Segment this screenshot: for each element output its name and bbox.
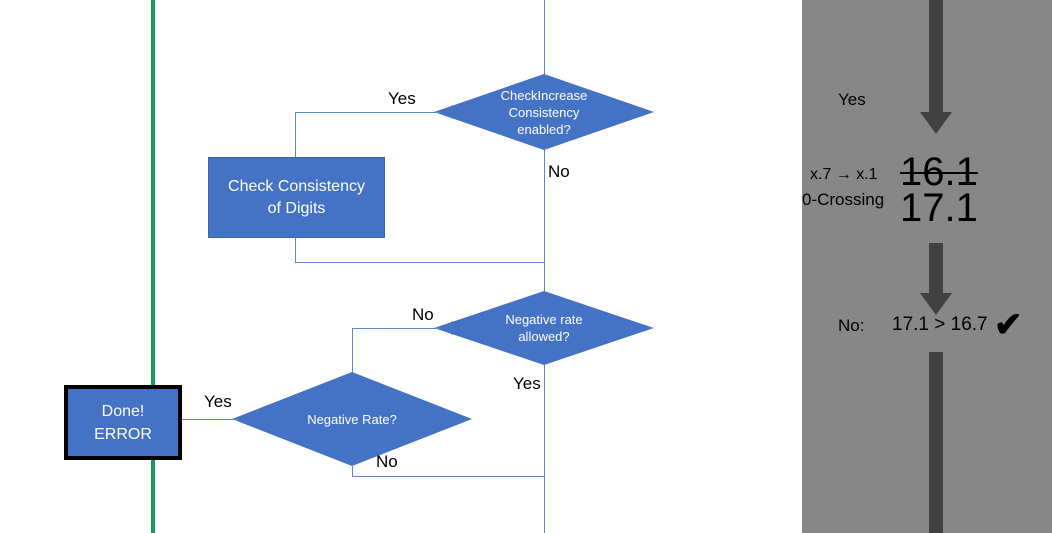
spine-bottom-segment <box>544 476 545 533</box>
edge-allowed-no-horizontal <box>352 328 441 329</box>
edge-label-checkincrease-no: No <box>548 162 570 181</box>
panel-arrow-2-shaft <box>929 243 943 293</box>
edge-label-negrate-yes: Yes <box>204 392 232 411</box>
spine-mid-segment <box>544 148 545 304</box>
edge-consistency-out-vertical <box>295 237 296 262</box>
panel-conclusion-expr: 17.1 > 16.7 <box>892 314 988 335</box>
node-done-error[interactable]: Done! ERROR <box>64 385 182 460</box>
node-line-1: Check Consistency <box>228 177 365 195</box>
node-check-increase-consistency-text: CheckIncrease Consistency enabled? <box>473 87 616 138</box>
node-line-2: Consistency <box>508 104 580 120</box>
node-check-increase-consistency[interactable]: CheckIncrease Consistency enabled? <box>434 74 654 150</box>
green-divider-line <box>151 0 155 533</box>
edge-label-allowed-yes: Yes <box>513 374 541 393</box>
panel-check-icon: ✔ <box>994 306 1023 344</box>
edge-checkincrease-yes-vertical <box>295 112 296 157</box>
spine-top-segment <box>544 0 545 84</box>
edge-label-allowed-no: No <box>412 305 434 324</box>
node-negative-rate[interactable]: Negative Rate? <box>232 372 472 466</box>
node-check-consistency-of-digits[interactable]: Check Consistency of Digits <box>208 157 385 238</box>
panel-arrow-3-shaft <box>929 352 943 533</box>
node-negative-rate-allowed-text: Negative rate allowed? <box>477 311 610 345</box>
edge-checkincrease-yes-horizontal <box>295 112 441 113</box>
panel-value-result: 17.1 <box>900 186 978 230</box>
node-line-1: Negative rate <box>505 312 583 327</box>
node-line-1: Negative Rate? <box>307 411 397 427</box>
panel-value-struck: 16.1 <box>900 150 978 194</box>
edge-negrate-no-vertical <box>352 466 353 476</box>
edge-label-checkincrease-yes: Yes <box>388 89 416 108</box>
edge-negrate-yes-arrowhead <box>238 412 251 426</box>
edge-label-negrate-no: No <box>376 452 398 471</box>
panel-arrow-2-head <box>920 293 952 315</box>
node-line-2: of Digits <box>267 199 326 217</box>
edge-negrate-no-horizontal <box>352 476 545 477</box>
panel-rule-sublabel: 0-Crossing <box>802 190 885 209</box>
node-negative-rate-text: Negative Rate? <box>279 411 425 428</box>
edge-consistency-out-horizontal <box>295 262 545 263</box>
node-negative-rate-allowed[interactable]: Negative rate allowed? <box>434 291 654 365</box>
node-line-3: enabled? <box>517 121 571 137</box>
panel-arrow-1-head <box>920 112 952 134</box>
edge-allowed-no-vertical <box>352 328 353 373</box>
panel-branch-label: Yes <box>838 90 866 109</box>
node-line-2: allowed? <box>518 329 570 344</box>
edge-negrate-yes-horizontal <box>173 419 241 420</box>
spine-lower-segment <box>544 364 545 476</box>
annotation-panel: Yes x.7 → x.1 0-Crossing 16.1 17.1 No: 1… <box>802 0 1052 533</box>
node-check-consistency-text: Check Consistency of Digits <box>228 176 365 220</box>
node-line-1: CheckIncrease <box>500 87 588 103</box>
edge-allowed-no-arrowhead <box>440 321 453 335</box>
node-done-error-line1: Done! <box>101 402 145 420</box>
panel-rule-label: x.7 → x.1 <box>810 166 878 183</box>
edge-checkincrease-yes-arrowhead <box>440 105 453 119</box>
node-done-error-line2: ERROR <box>94 425 152 443</box>
panel-arrow-1-shaft <box>929 0 943 112</box>
panel-conclusion-prefix: No: <box>838 316 865 335</box>
